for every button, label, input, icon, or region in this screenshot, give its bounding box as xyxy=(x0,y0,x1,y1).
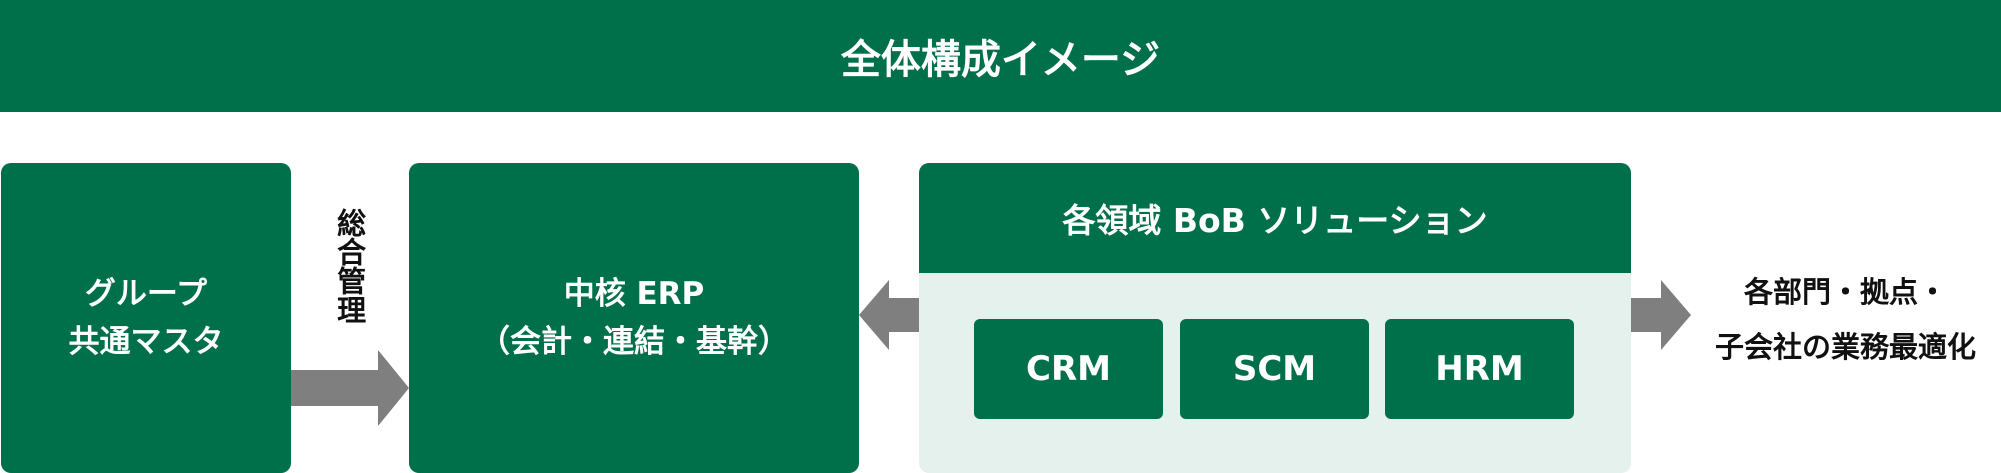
module-hrm: HRM xyxy=(1385,319,1574,419)
core-erp-line1: 中核 ERP xyxy=(563,275,705,312)
core-erp-box: 中核 ERP （会計・連結・基幹） xyxy=(409,163,859,473)
module-crm-label: CRM xyxy=(1026,349,1111,389)
bob-solutions-title: 各領域 BoB ソリューション xyxy=(1062,201,1488,240)
result-line1: 各部門・拠点・ xyxy=(1743,275,1947,309)
integrated-management-label: 総合管理 xyxy=(331,208,367,331)
module-scm-label: SCM xyxy=(1232,349,1317,389)
arrow-right-icon xyxy=(291,350,409,426)
module-scm: SCM xyxy=(1180,319,1369,419)
group-master-line2: 共通マスタ xyxy=(68,324,224,360)
diagram-header: 全体構成イメージ xyxy=(0,0,2001,112)
bob-solutions-header: 各領域 BoB ソリューション xyxy=(919,163,1631,273)
group-master-line1: グループ xyxy=(84,275,208,312)
integrated-management-text: 総合管理 xyxy=(332,208,367,324)
arrow-right-icon xyxy=(1631,280,1691,350)
module-crm: CRM xyxy=(974,319,1163,419)
core-erp-line2: （会計・連結・基幹） xyxy=(479,324,789,360)
group-master-box: グループ 共通マスタ xyxy=(1,163,291,473)
bob-solutions-panel: 各領域 BoB ソリューション CRM SCM HRM xyxy=(919,163,1631,473)
result-line2: 子会社の業務最適化 xyxy=(1714,330,1976,365)
module-hrm-label: HRM xyxy=(1435,349,1524,389)
diagram-title: 全体構成イメージ xyxy=(840,37,1161,83)
arrow-left-icon xyxy=(859,280,919,350)
result-text: 各部門・拠点・ 子会社の業務最適化 xyxy=(1690,265,2001,375)
